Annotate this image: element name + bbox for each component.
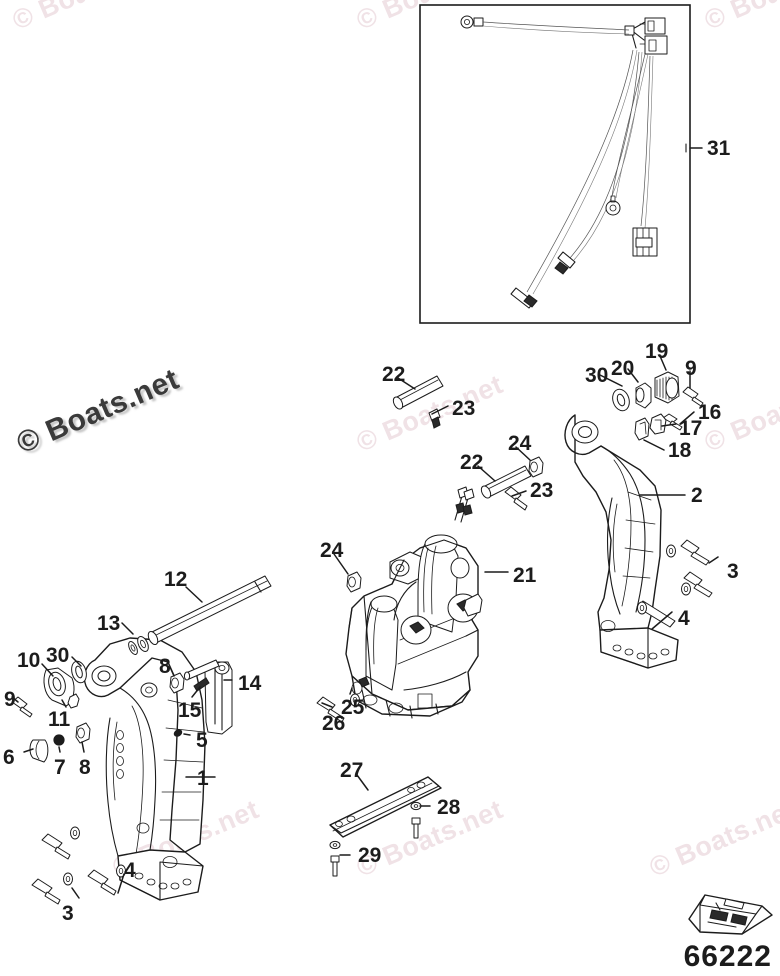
transom-bracket-port-group	[11, 575, 272, 905]
callout-3r: 3	[727, 560, 739, 583]
callout-9r: 9	[685, 357, 697, 380]
callout-24b: 24	[320, 539, 344, 562]
part-28	[410, 801, 422, 839]
callout-23b: 23	[530, 479, 554, 502]
part-20	[635, 382, 652, 409]
callout-4r: 4	[678, 607, 690, 630]
callout-8b: 8	[159, 655, 171, 678]
callout-21: 21	[513, 564, 537, 587]
part-19	[654, 371, 680, 404]
part-4-right	[636, 600, 676, 628]
callout-13: 13	[97, 612, 121, 635]
part-6	[29, 739, 49, 763]
part-22-upper	[392, 375, 444, 410]
callout-18: 18	[668, 439, 692, 462]
callout-1: 1	[197, 767, 209, 790]
callout-9l: 9	[4, 688, 16, 711]
callout-26: 26	[322, 712, 346, 735]
part-15	[193, 677, 210, 692]
part-13	[128, 636, 149, 655]
part-10	[43, 667, 75, 707]
part-3-left	[31, 826, 80, 905]
part-25	[350, 693, 360, 707]
callout-23a: 23	[452, 397, 476, 420]
hydraulic-trim-pump-group	[316, 375, 544, 723]
callout-30l: 30	[46, 644, 70, 667]
part-29	[329, 840, 341, 877]
callout-31: 31	[707, 137, 731, 160]
part-30-right	[612, 388, 630, 412]
callout-28: 28	[437, 796, 461, 819]
part-12	[147, 575, 272, 646]
callout-29: 29	[358, 844, 382, 867]
part-16	[662, 413, 683, 431]
part-7	[53, 734, 65, 746]
callout-2: 2	[691, 484, 703, 507]
callout-19: 19	[645, 340, 669, 363]
callout-8a: 8	[79, 756, 91, 779]
part-23-lower	[504, 486, 528, 511]
trim-cylinder-left	[365, 595, 399, 691]
callout-22a: 22	[382, 363, 406, 386]
mounting-plate-group	[329, 774, 442, 877]
part-22-lower	[480, 465, 532, 499]
callout-5: 5	[196, 729, 208, 752]
part-30-left	[71, 660, 87, 684]
callout-3l: 3	[62, 902, 74, 925]
part-18	[634, 417, 650, 441]
transom-bracket-starboard-group	[564, 355, 719, 669]
part-3-right	[666, 539, 713, 598]
part-17	[649, 413, 667, 435]
callout-24a: 24	[508, 432, 532, 455]
part-26	[316, 696, 345, 723]
callout-27: 27	[340, 759, 364, 782]
callout-6: 6	[3, 746, 15, 769]
part-8-lower	[75, 722, 91, 744]
callout-20: 20	[611, 357, 635, 380]
callout-17: 17	[679, 417, 703, 440]
part-23-upper	[428, 408, 441, 429]
callout-22b: 22	[460, 451, 484, 474]
callout-16: 16	[698, 401, 722, 424]
callout-25: 25	[341, 696, 365, 719]
boat-illustration	[688, 894, 773, 935]
callout-7: 7	[54, 756, 66, 779]
wire-harness-inset-group	[419, 4, 703, 324]
callout-11: 11	[48, 708, 71, 731]
part-5	[173, 729, 183, 737]
part-8-upper	[169, 672, 185, 694]
part-24-left	[346, 571, 362, 593]
callout-4l: 4	[124, 859, 136, 882]
callout-15: 15	[178, 699, 202, 722]
part-24-right	[528, 456, 544, 478]
callout-12: 12	[164, 568, 188, 591]
part-11	[67, 693, 80, 709]
part-9-right	[682, 386, 704, 407]
callout-30r: 30	[585, 364, 609, 387]
callout-14: 14	[238, 672, 262, 695]
callout-10: 10	[17, 649, 41, 672]
diagram-id: 66222	[683, 940, 772, 973]
